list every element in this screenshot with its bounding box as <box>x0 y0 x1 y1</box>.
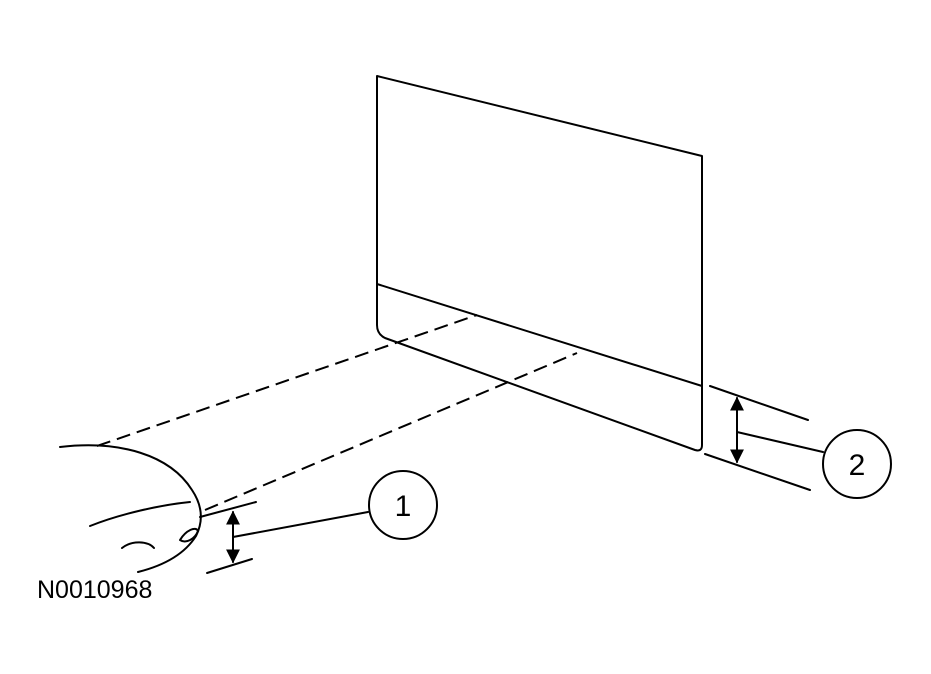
reference-code: N0010968 <box>37 576 152 604</box>
dim-2-leader <box>736 431 824 453</box>
panel-lower-band-line <box>376 283 703 387</box>
dim-1-leader <box>232 511 369 538</box>
callout-2-circle <box>822 429 892 499</box>
projection-lines <box>96 314 578 511</box>
viewer-head <box>59 444 202 573</box>
dashed-projection-upper <box>96 314 478 447</box>
callout-1-circle <box>368 470 438 540</box>
dashed-projection-lower <box>204 352 578 511</box>
brow-line <box>89 501 191 527</box>
dim-2-upper-extension <box>709 385 809 421</box>
dim-1-lower-extension <box>206 558 253 574</box>
dim-1-upper-extension <box>199 501 257 518</box>
panel-outline <box>376 75 703 452</box>
eye-shape <box>179 527 199 543</box>
dimension-1 <box>199 501 369 574</box>
panel <box>376 75 703 452</box>
dim-2-lower-extension <box>704 453 811 491</box>
head-outline <box>59 444 202 573</box>
callout-2: 2 <box>822 429 892 499</box>
callout-1: 1 <box>368 470 438 540</box>
callout-1-label: 1 <box>395 490 412 523</box>
dimension-2 <box>704 385 824 491</box>
callout-2-label: 2 <box>849 449 866 482</box>
cheek-line <box>121 541 155 549</box>
